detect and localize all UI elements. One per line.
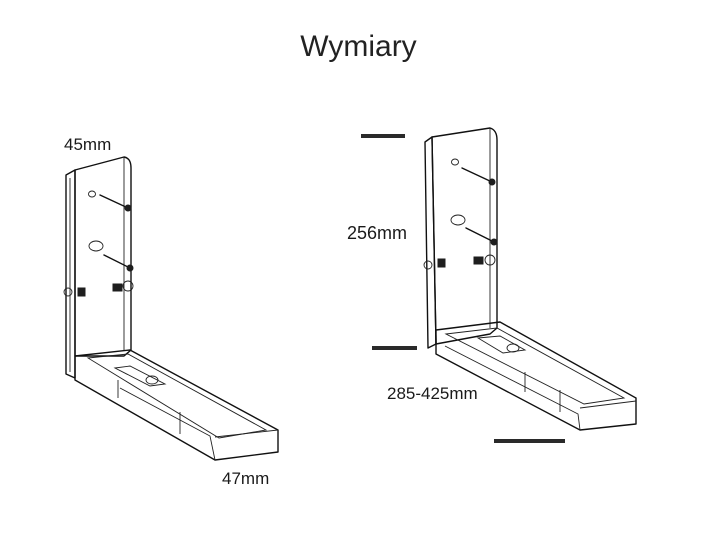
screw-icon <box>99 194 132 212</box>
page-title: Wymiary <box>300 30 417 63</box>
screw-icon <box>465 227 498 246</box>
screw-icon <box>103 254 134 272</box>
screw-icon <box>461 167 496 186</box>
depth-bottom-label: 47mm <box>222 469 270 488</box>
bracket-folded-icon <box>63 156 279 461</box>
extension-range-label: 285-425mm <box>387 384 478 403</box>
height-label: 256mm <box>347 223 408 243</box>
bracket-extended-icon <box>423 127 637 431</box>
depth-top-label: 45mm <box>64 135 112 154</box>
